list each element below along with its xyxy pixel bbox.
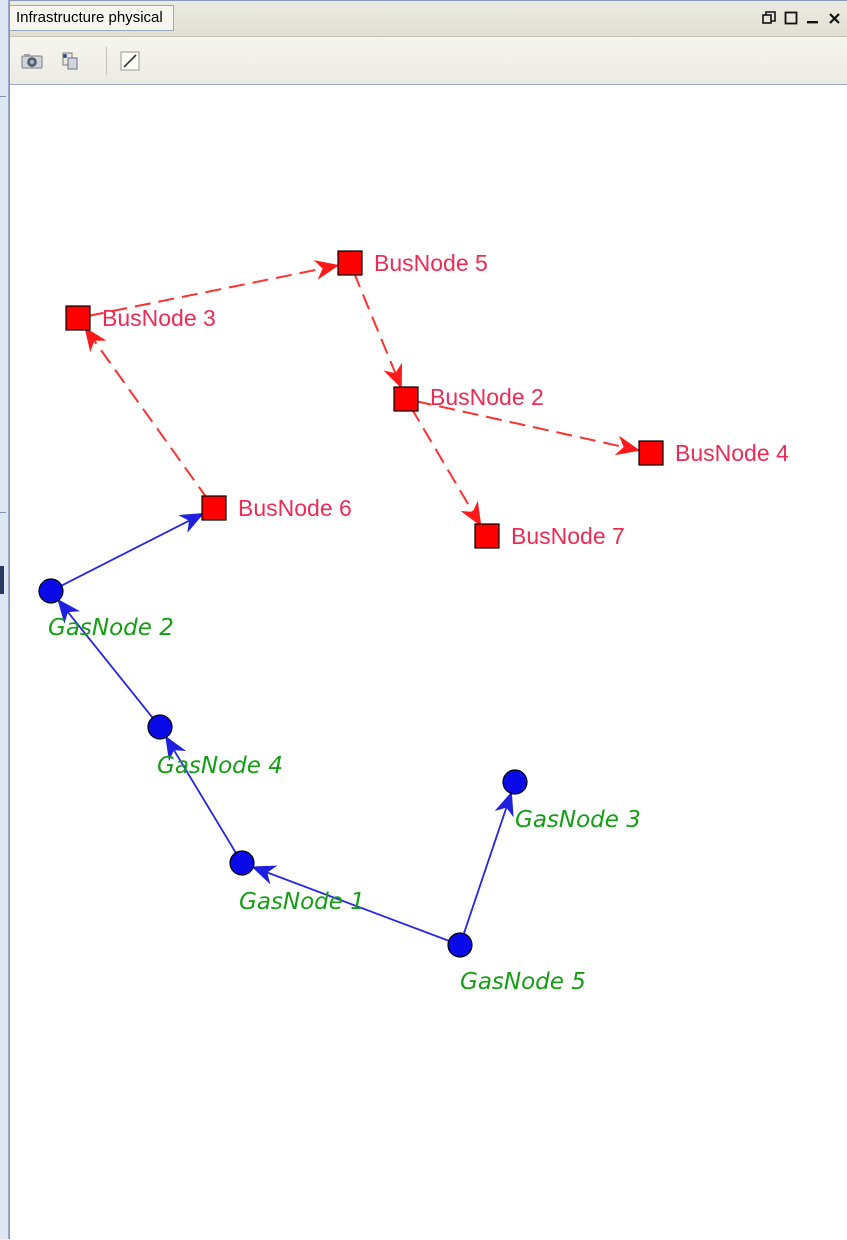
bus-node-label: BusNode 6: [238, 495, 352, 521]
restore-icon[interactable]: [761, 10, 777, 26]
bus-node-label: BusNode 4: [675, 440, 789, 466]
gas-node-gasnode-2[interactable]: [38, 578, 64, 604]
view-toolbar: [10, 37, 847, 85]
edge-busnode-2-to-busnode-7[interactable]: [410, 407, 482, 527]
graph-canvas[interactable]: BusNode 5 BusNode 3 BusNode 2 BusNode 4 BusN…: [10, 85, 847, 1240]
gas-node-gasnode-4[interactable]: [147, 714, 173, 740]
gas-node-label: GasNode 2: [48, 615, 174, 641]
infrastructure-view-panel: Infrastructure physical: [9, 0, 847, 1240]
gutter-divider: [0, 96, 6, 97]
gas-node-label: GasNode 1: [239, 889, 365, 915]
maximize-icon[interactable]: [783, 10, 799, 26]
gas-node-label: GasNode 3: [515, 807, 641, 833]
network-graph: BusNode 5 BusNode 3 BusNode 2 BusNode 4 BusN…: [38, 250, 789, 995]
bus-node-busnode-6[interactable]: [201, 495, 227, 521]
bus-node-label: BusNode 5: [374, 250, 488, 276]
bus-node-busnode-4[interactable]: [638, 440, 664, 466]
gas-node-gasnode-5[interactable]: [447, 932, 473, 958]
edge-busnode-3-to-busnode-5[interactable]: [87, 260, 340, 317]
edge-gasnode-5-to-gasnode-1[interactable]: [251, 865, 451, 943]
gutter-divider: [0, 512, 6, 513]
edge-gasnode-4-to-gasnode-2[interactable]: [57, 598, 155, 720]
bus-node-label: BusNode 7: [511, 523, 625, 549]
edge-gasnode-1-to-gasnode-4[interactable]: [165, 735, 238, 855]
bus-node-label: BusNode 3: [102, 305, 216, 331]
edge-busnode-5-to-busnode-2[interactable]: [352, 271, 402, 389]
toolbar-separator: [106, 47, 107, 75]
layout-config-icon[interactable]: [58, 49, 82, 73]
window-controls: [761, 7, 843, 29]
edge-busnode-6-to-busnode-3[interactable]: [84, 326, 209, 501]
edge-busnode-2-to-busnode-4[interactable]: [415, 400, 641, 456]
bus-node-busnode-7[interactable]: [474, 523, 500, 549]
view-titlebar: Infrastructure physical: [10, 1, 847, 37]
bus-node-label: BusNode 2: [430, 384, 544, 410]
close-icon[interactable]: [827, 10, 843, 26]
edge-tool-icon[interactable]: [118, 49, 142, 73]
gas-node-label: GasNode 4: [157, 753, 283, 779]
edge-gasnode-5-to-gasnode-3[interactable]: [462, 791, 514, 936]
splitter-handle[interactable]: [0, 566, 4, 594]
gas-node-gasnode-3[interactable]: [502, 769, 528, 795]
edge-gasnode-2-to-busnode-6[interactable]: [59, 512, 205, 588]
view-title: Infrastructure physical: [16, 9, 163, 26]
gas-node-gasnode-1[interactable]: [229, 850, 255, 876]
bus-node-busnode-2[interactable]: [393, 386, 419, 412]
minimize-icon[interactable]: [805, 10, 821, 26]
bus-node-busnode-5[interactable]: [337, 250, 363, 276]
snapshot-camera-icon[interactable]: [20, 49, 44, 73]
adjacent-panel-gutter: [0, 0, 9, 1239]
bus-node-busnode-3[interactable]: [65, 305, 91, 331]
view-tab[interactable]: Infrastructure physical: [10, 5, 174, 31]
gas-node-label: GasNode 5: [460, 969, 586, 995]
